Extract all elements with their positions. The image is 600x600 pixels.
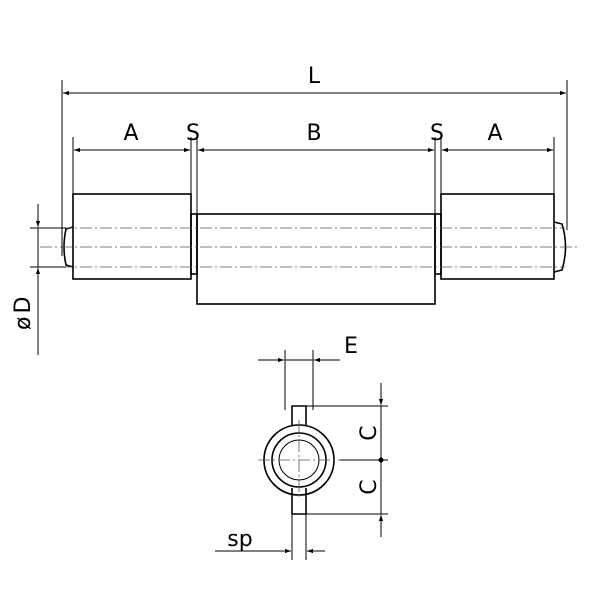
label-C-top: C <box>357 425 382 440</box>
end-view <box>258 405 340 515</box>
dimension-E: E <box>258 334 358 410</box>
left-knuckle <box>72 193 192 280</box>
label-B: B <box>306 121 321 146</box>
label-A-left: A <box>123 121 138 146</box>
label-D-letter: D <box>11 297 36 314</box>
side-view <box>40 193 580 305</box>
dimension-D: øD <box>11 204 66 355</box>
dimension-chain: A S B S A <box>72 121 555 214</box>
bottom-wing <box>291 488 307 515</box>
right-knuckle <box>440 193 555 280</box>
label-S-right: S <box>430 121 444 146</box>
right-spacer <box>434 213 442 275</box>
top-wing <box>291 405 307 426</box>
dimension-C: C C <box>306 383 388 537</box>
label-C-bottom: C <box>357 479 382 494</box>
label-sp: sp <box>227 527 252 552</box>
middle-knuckle <box>196 213 436 305</box>
label-A-right: A <box>487 121 502 146</box>
label-E: E <box>344 334 358 359</box>
dimension-sp: sp <box>215 514 325 560</box>
label-L: L <box>308 64 321 89</box>
label-D: øD <box>11 297 36 330</box>
left-spacer <box>190 213 198 275</box>
center-dot <box>378 457 384 463</box>
diameter-symbol: ø <box>11 317 36 330</box>
dimension-L: L <box>61 64 568 256</box>
label-S-left: S <box>186 121 200 146</box>
